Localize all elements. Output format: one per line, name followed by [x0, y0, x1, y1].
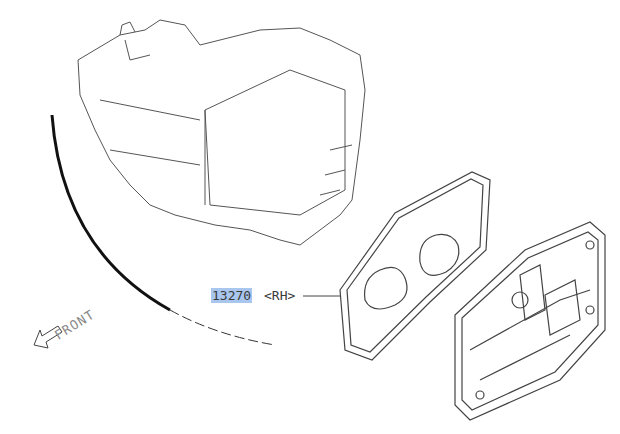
valve-cover [455, 222, 605, 420]
engine-outline [78, 20, 365, 245]
section-arc [52, 115, 170, 310]
gasket [340, 172, 490, 360]
direction-label: FRONT [52, 307, 97, 343]
side-label: <RH> [264, 288, 295, 303]
section-arc [170, 310, 275, 345]
leader-line [303, 296, 340, 297]
callout-number: 13270 [211, 288, 252, 303]
